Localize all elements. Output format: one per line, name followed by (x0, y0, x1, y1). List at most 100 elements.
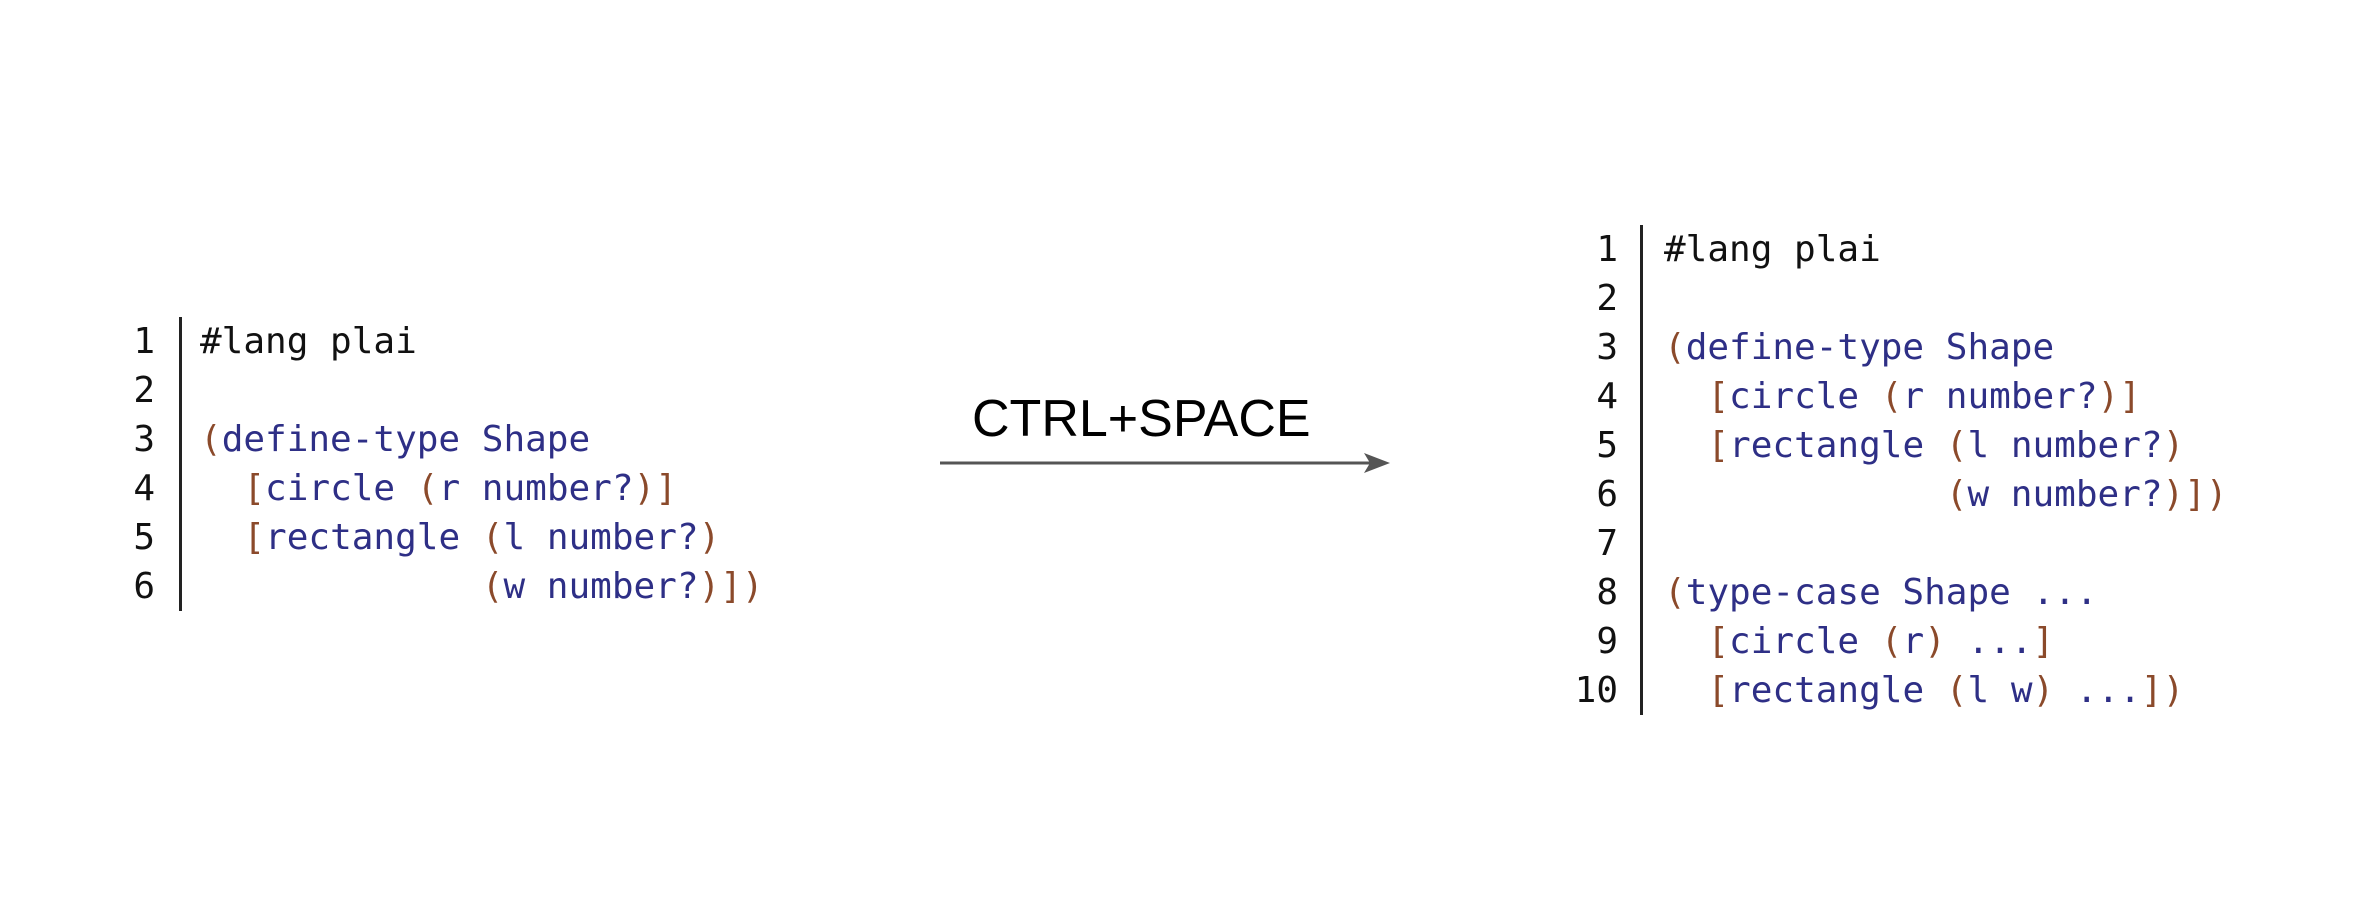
code-token: type-case Shape ... (1685, 572, 2098, 613)
code-token: w number? (503, 566, 699, 607)
line-number: 3 (1596, 327, 1618, 368)
shortcut-label: CTRL+SPACE (972, 390, 1311, 448)
code-token: )]) (2162, 474, 2228, 515)
code-token: circle (1729, 376, 1881, 417)
code-line: 8 (type-case Shape ... (1560, 568, 2320, 617)
code-token: rectangle (1729, 670, 1946, 711)
code-token: ( (481, 517, 504, 558)
code-token: ( (1945, 670, 1968, 711)
code-token: )] (2097, 376, 2141, 417)
line-number: 7 (1596, 523, 1618, 564)
line-number: 10 (1574, 670, 1618, 711)
code-token: [ (1707, 376, 1730, 417)
line-number: 8 (1596, 572, 1618, 613)
code-token: ( (1945, 474, 1968, 515)
code-token (1664, 425, 1707, 466)
code-token (1664, 474, 1946, 515)
code-line: 5 [rectangle (l number?) (1560, 421, 2320, 470)
code-token: [ (243, 468, 266, 509)
gutter-divider (1640, 225, 1643, 715)
code-token: r number? (438, 468, 634, 509)
line-number: 1 (133, 321, 155, 362)
code-token: r (1902, 621, 1925, 662)
code-line: 3 (define-type Shape (120, 415, 820, 464)
code-token: [ (1707, 425, 1730, 466)
code-token: l number? (1967, 425, 2163, 466)
code-token (200, 517, 243, 558)
code-line: 9 [circle (r) ...] (1560, 617, 2320, 666)
code-text: [rectangle (l number?) (200, 513, 720, 562)
code-token (1664, 376, 1707, 417)
line-number: 6 (1596, 474, 1618, 515)
code-token: ( (200, 419, 222, 460)
code-token: ( (481, 566, 504, 607)
code-line: 1 #lang plai (1560, 225, 2320, 274)
line-number: 5 (133, 517, 155, 558)
code-token: ) (2162, 425, 2185, 466)
code-text: #lang plai (1664, 225, 1881, 274)
code-token: ... (2054, 670, 2141, 711)
code-token: ( (1880, 376, 1903, 417)
code-token: [ (1707, 670, 1730, 711)
code-token: rectangle (1729, 425, 1946, 466)
code-line: 6 (w number?)]) (1560, 470, 2320, 519)
code-token: ]) (2140, 670, 2185, 711)
code-line: 4 [circle (r number?)] (120, 464, 820, 513)
code-token: ( (1945, 425, 1968, 466)
code-token: ) (2032, 670, 2055, 711)
code-line: 7 (1560, 519, 2320, 568)
code-token: define-type Shape (221, 419, 591, 460)
code-line: 4 [circle (r number?)] (1560, 372, 2320, 421)
code-line: 10 [rectangle (l w) ...]) (1560, 666, 2320, 715)
code-token: )]) (698, 566, 764, 607)
code-token: ] (2032, 621, 2055, 662)
code-token: #lang plai (1664, 229, 1881, 270)
code-text: (define-type Shape (200, 415, 590, 464)
line-number: 4 (1596, 376, 1618, 417)
code-token: ) (1924, 621, 1946, 662)
code-token: ( (1880, 621, 1903, 662)
code-text: [circle (r number?)] (1664, 372, 2141, 421)
code-token: #lang plai (200, 321, 417, 362)
code-token: )] (633, 468, 677, 509)
code-line: 1 #lang plai (120, 317, 820, 366)
line-number: 2 (1596, 278, 1618, 319)
code-token (1664, 670, 1707, 711)
code-token: r number? (1902, 376, 2098, 417)
code-text: (type-case Shape ... (1664, 568, 2098, 617)
line-number: 3 (133, 419, 155, 460)
code-token: ( (1664, 327, 1686, 368)
line-number: 9 (1596, 621, 1618, 662)
line-number: 6 (133, 566, 155, 607)
code-text: [rectangle (l w) ...]) (1664, 666, 2184, 715)
line-number: 2 (133, 370, 155, 411)
code-token: ) (698, 517, 721, 558)
code-token: ... (1945, 621, 2033, 662)
code-line: 2 (120, 366, 820, 415)
code-line: 5 [rectangle (l number?) (120, 513, 820, 562)
right-arrow-icon (940, 453, 1390, 473)
code-token (200, 468, 243, 509)
code-token: rectangle (265, 517, 482, 558)
code-text: [circle (r) ...] (1664, 617, 2054, 666)
code-token: circle (1729, 621, 1881, 662)
gutter-divider (179, 317, 182, 611)
code-token: [ (243, 517, 266, 558)
code-text: [rectangle (l number?) (1664, 421, 2184, 470)
code-text: (w number?)]) (200, 562, 764, 611)
line-number: 4 (133, 468, 155, 509)
line-number: 1 (1596, 229, 1618, 270)
code-token: circle (265, 468, 417, 509)
line-number: 5 (1596, 425, 1618, 466)
code-line: 6 (w number?)]) (120, 562, 820, 611)
code-text: (w number?)]) (1664, 470, 2228, 519)
code-text: [circle (r number?)] (200, 464, 677, 513)
code-text: (define-type Shape (1664, 323, 2054, 372)
code-token: ( (416, 468, 439, 509)
code-line: 2 (1560, 274, 2320, 323)
code-token: l number? (503, 517, 699, 558)
